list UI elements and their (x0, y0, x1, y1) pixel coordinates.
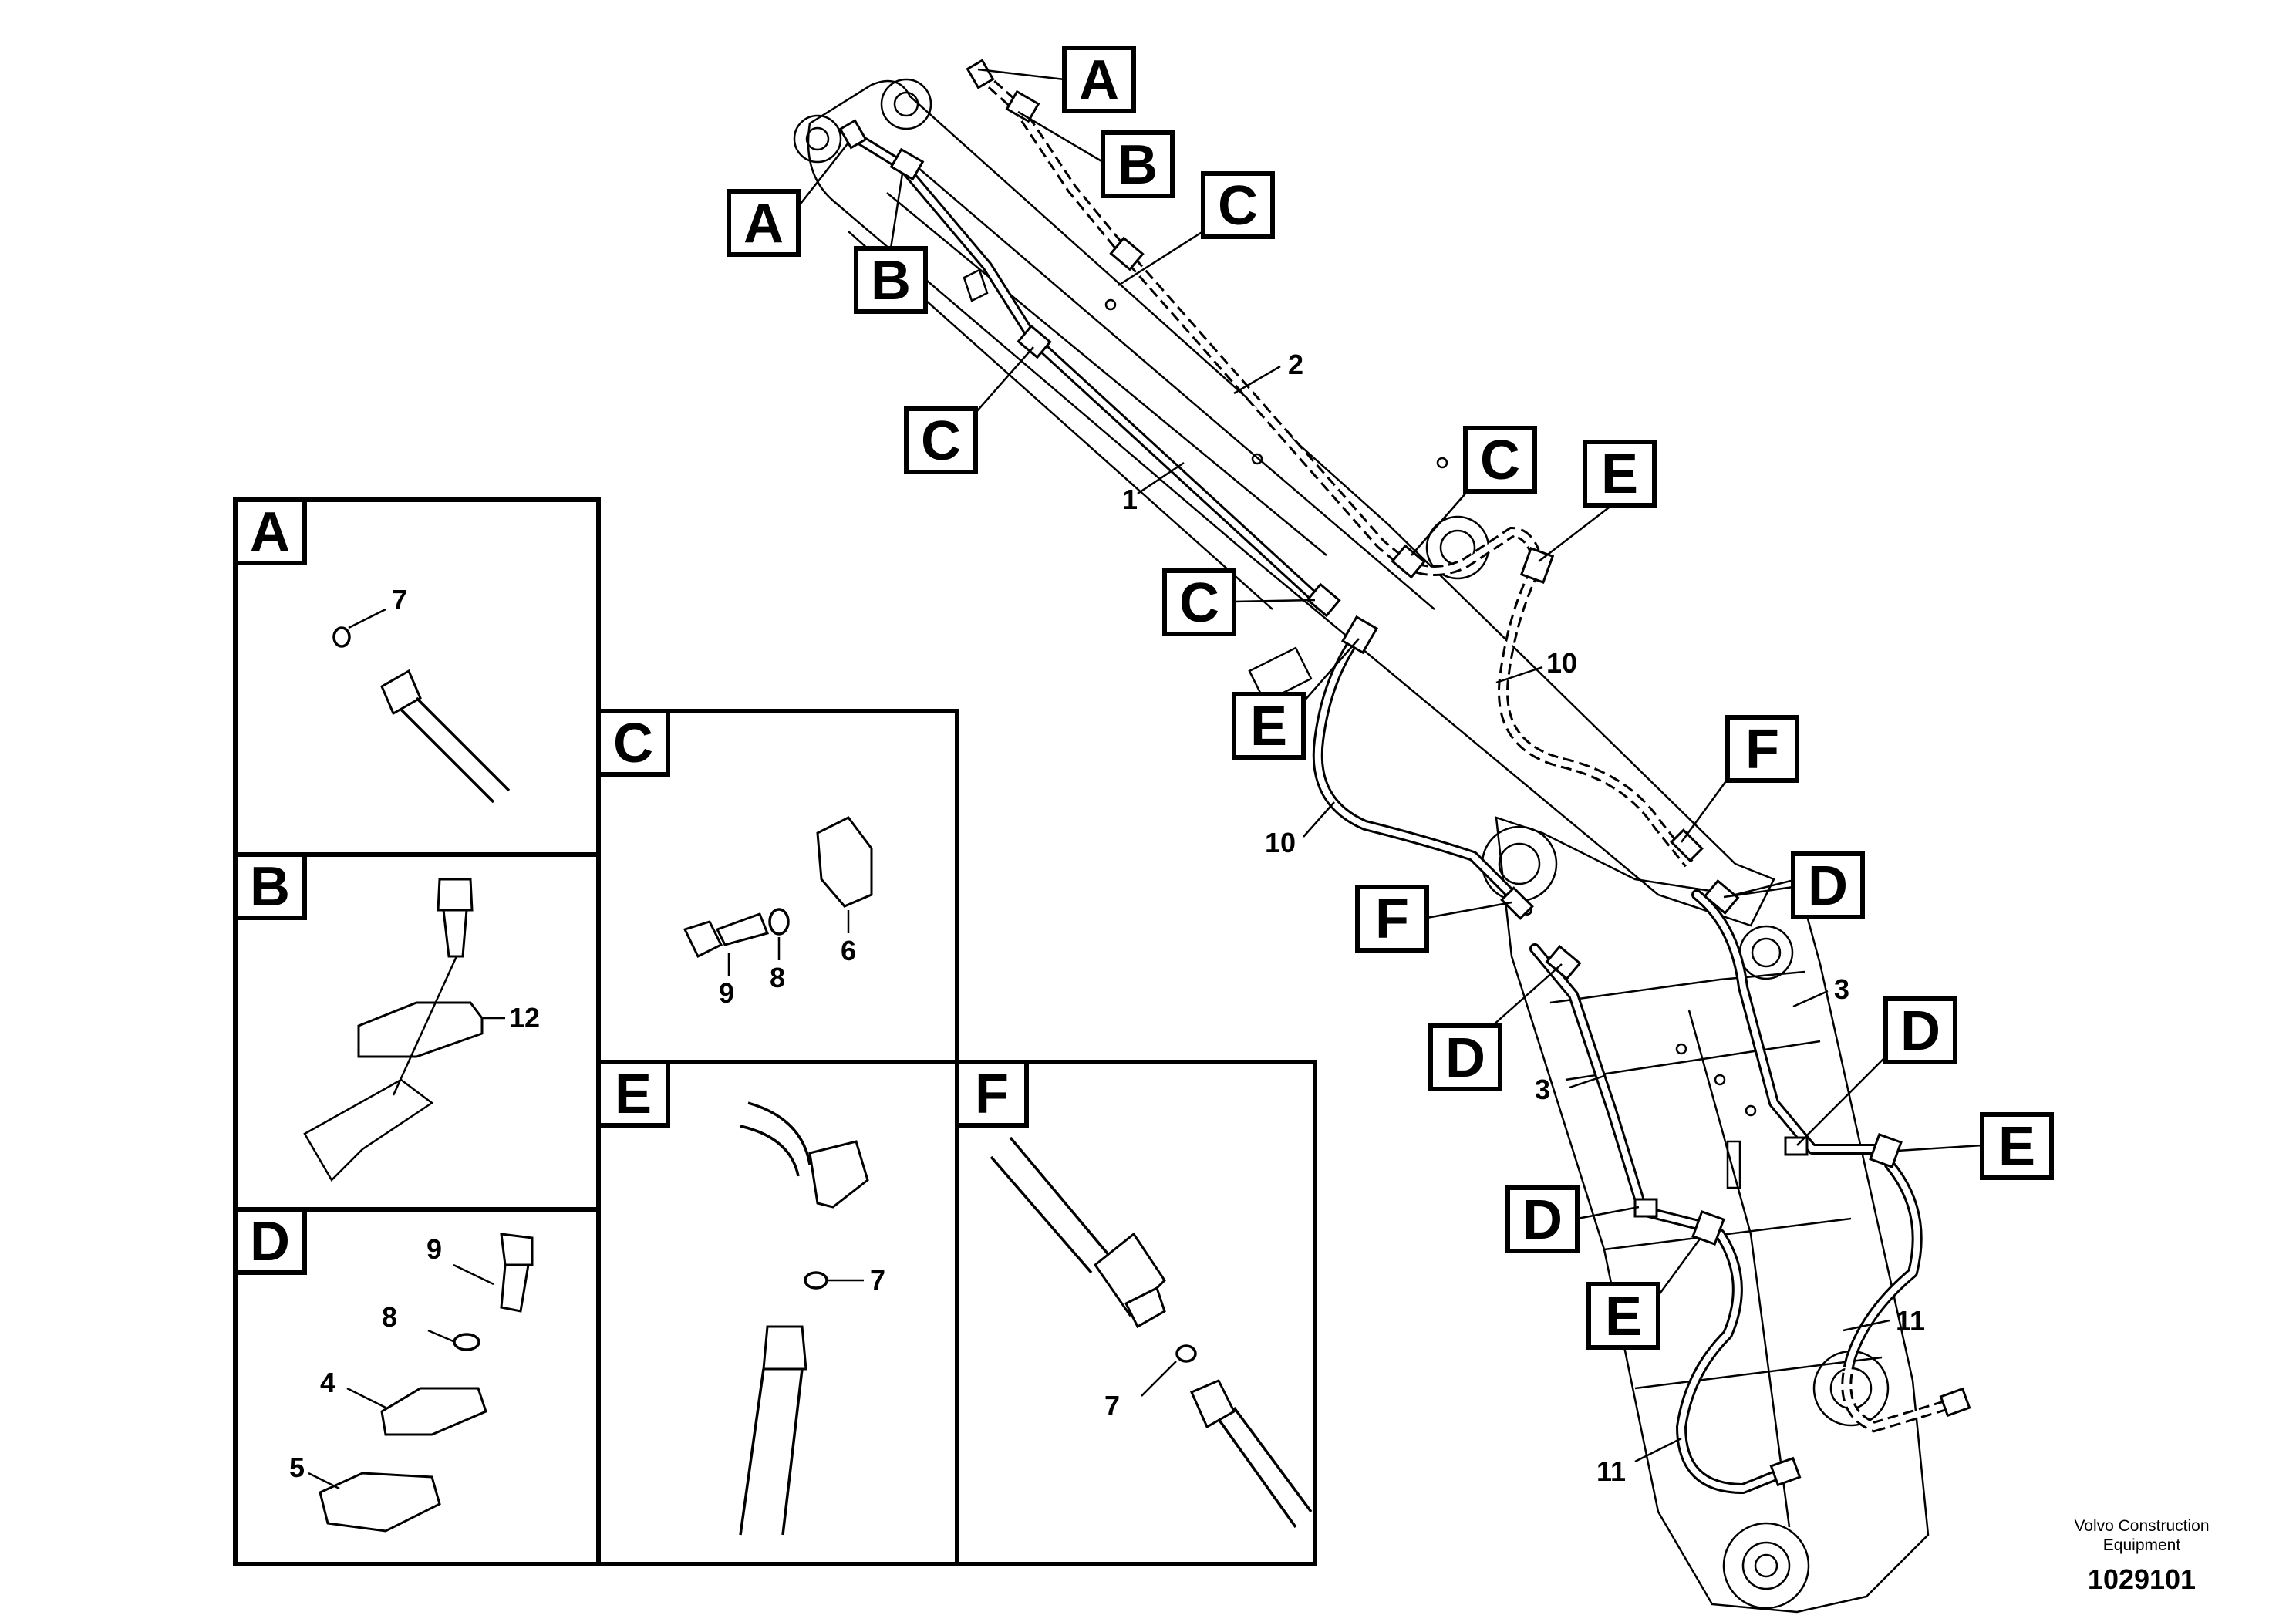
svg-text:C: C (613, 713, 653, 774)
credit-line-1: Volvo Construction (2074, 1517, 2209, 1535)
callout-b-upper: B (1017, 110, 1175, 198)
svg-text:C: C (1480, 430, 1520, 491)
svg-text:D: D (250, 1211, 290, 1273)
svg-text:F: F (975, 1064, 1009, 1125)
drawing-number: 1029101 (2088, 1563, 2196, 1595)
svg-text:7: 7 (870, 1264, 885, 1296)
svg-text:7: 7 (392, 584, 407, 615)
svg-text:D: D (1522, 1189, 1563, 1251)
svg-text:12: 12 (509, 1002, 540, 1034)
svg-text:4: 4 (320, 1367, 335, 1398)
svg-text:10: 10 (1265, 827, 1296, 858)
svg-text:B: B (871, 250, 911, 312)
detail-panel-a: A 7 (233, 497, 601, 857)
callout-labels: A B A B C C (727, 46, 2054, 1350)
svg-text:11: 11 (1596, 1455, 1626, 1487)
svg-text:8: 8 (770, 962, 785, 993)
callout-f-2: F (1355, 885, 1512, 953)
callout-d-1: D (1723, 851, 1865, 919)
svg-text:7: 7 (1104, 1390, 1120, 1421)
svg-text:11: 11 (1896, 1305, 1925, 1337)
svg-text:D: D (1445, 1027, 1485, 1089)
detail-panel-f: F 7 (955, 1060, 1317, 1566)
detail-panel-d: D 9 8 4 5 (233, 1207, 601, 1566)
callout-d-4: D (1505, 1185, 1640, 1253)
footer: Volvo Construction Equipment 1029101 (2074, 1517, 2209, 1595)
callout-e-3: E (1896, 1112, 2054, 1180)
svg-text:E: E (1605, 1286, 1642, 1347)
svg-text:E: E (1998, 1116, 2035, 1178)
callout-e-1: E (1538, 440, 1657, 562)
callout-f-1: F (1680, 715, 1799, 843)
svg-text:B: B (1118, 134, 1158, 196)
svg-text:10: 10 (1546, 647, 1577, 679)
svg-text:1: 1 (1122, 484, 1138, 515)
svg-text:2: 2 (1288, 349, 1303, 380)
svg-text:A: A (1079, 49, 1119, 111)
callout-d-3: D (1796, 996, 1957, 1146)
svg-text:E: E (1601, 443, 1638, 505)
callout-c-2: C (904, 346, 1034, 474)
svg-text:A: A (743, 193, 784, 255)
svg-text:3: 3 (1834, 973, 1849, 1005)
main-part-numbers: 1 2 10 10 3 3 11 11 (1122, 349, 1925, 1487)
svg-text:E: E (615, 1064, 652, 1125)
callout-a-upper: A (977, 46, 1136, 113)
svg-text:8: 8 (382, 1301, 397, 1333)
hydraulic-lines (838, 59, 1971, 1494)
callout-a-lower: A (727, 142, 849, 257)
svg-text:D: D (1900, 1000, 1940, 1062)
callout-d-2: D (1428, 963, 1563, 1091)
callout-c-3: C (1411, 426, 1537, 556)
credit-line-2: Equipment (2103, 1536, 2181, 1554)
svg-text:6: 6 (841, 935, 856, 966)
svg-text:3: 3 (1535, 1074, 1550, 1105)
callout-b-lower: B (854, 173, 928, 314)
callout-e-4: E (1586, 1237, 1702, 1350)
svg-text:D: D (1808, 855, 1848, 917)
svg-text:F: F (1375, 889, 1409, 950)
svg-text:C: C (921, 410, 961, 472)
svg-text:E: E (1250, 696, 1287, 757)
svg-text:B: B (250, 856, 290, 918)
svg-text:5: 5 (289, 1452, 305, 1483)
detail-panel-e: E 7 (596, 1060, 959, 1566)
svg-text:C: C (1179, 572, 1219, 634)
svg-text:F: F (1745, 719, 1779, 781)
svg-text:9: 9 (426, 1233, 442, 1265)
detail-panel-b: B 12 (233, 852, 601, 1212)
callout-c-1: C (1118, 171, 1275, 287)
detail-panel-c: C 9 8 6 (596, 709, 959, 1064)
svg-text:9: 9 (719, 977, 734, 1009)
callout-e-2: E (1232, 638, 1360, 760)
svg-text:C: C (1218, 175, 1258, 237)
svg-text:A: A (250, 501, 290, 563)
callout-c-4: C (1162, 568, 1316, 636)
